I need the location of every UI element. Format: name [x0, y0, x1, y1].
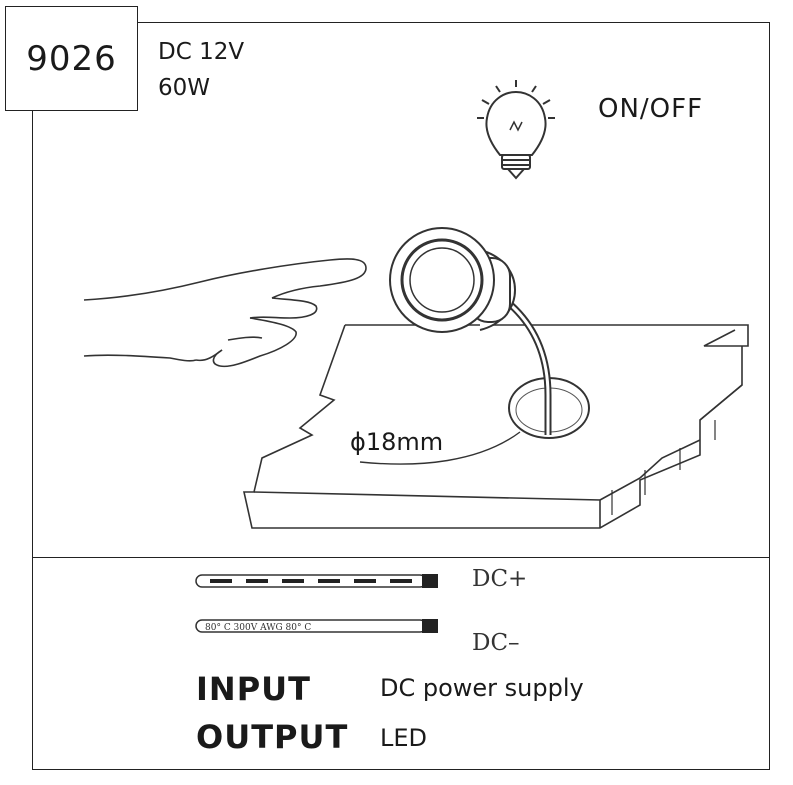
power-spec: 60W: [158, 75, 211, 101]
output-label: OUTPUT: [196, 718, 349, 756]
on-off-label: ON/OFF: [598, 94, 704, 124]
board: [243, 324, 749, 529]
sensor-switch-icon: [389, 227, 517, 333]
dimension-leader: [359, 431, 521, 465]
hole-dimension: ϕ18mm: [350, 428, 444, 456]
section-divider: [32, 557, 770, 558]
diagram-frame: [32, 22, 770, 770]
voltage-spec: DC 12V: [158, 39, 245, 65]
hand-icon: [83, 258, 367, 368]
positive-wire: [195, 574, 438, 588]
dc-negative-label: DC–: [472, 630, 520, 656]
dc-positive-label: DC+: [472, 566, 528, 592]
negative-wire-print: 80° C 300V AWG 80° C: [205, 623, 311, 633]
input-value: DC power supply: [380, 674, 584, 702]
output-value: LED: [380, 724, 428, 752]
negative-wire: 80° C 300V AWG 80° C: [195, 619, 438, 633]
model-number-box: 9026: [5, 6, 138, 111]
input-label: INPUT: [196, 670, 311, 708]
light-bulb-icon: [477, 80, 555, 180]
model-number: 9026: [26, 38, 117, 79]
